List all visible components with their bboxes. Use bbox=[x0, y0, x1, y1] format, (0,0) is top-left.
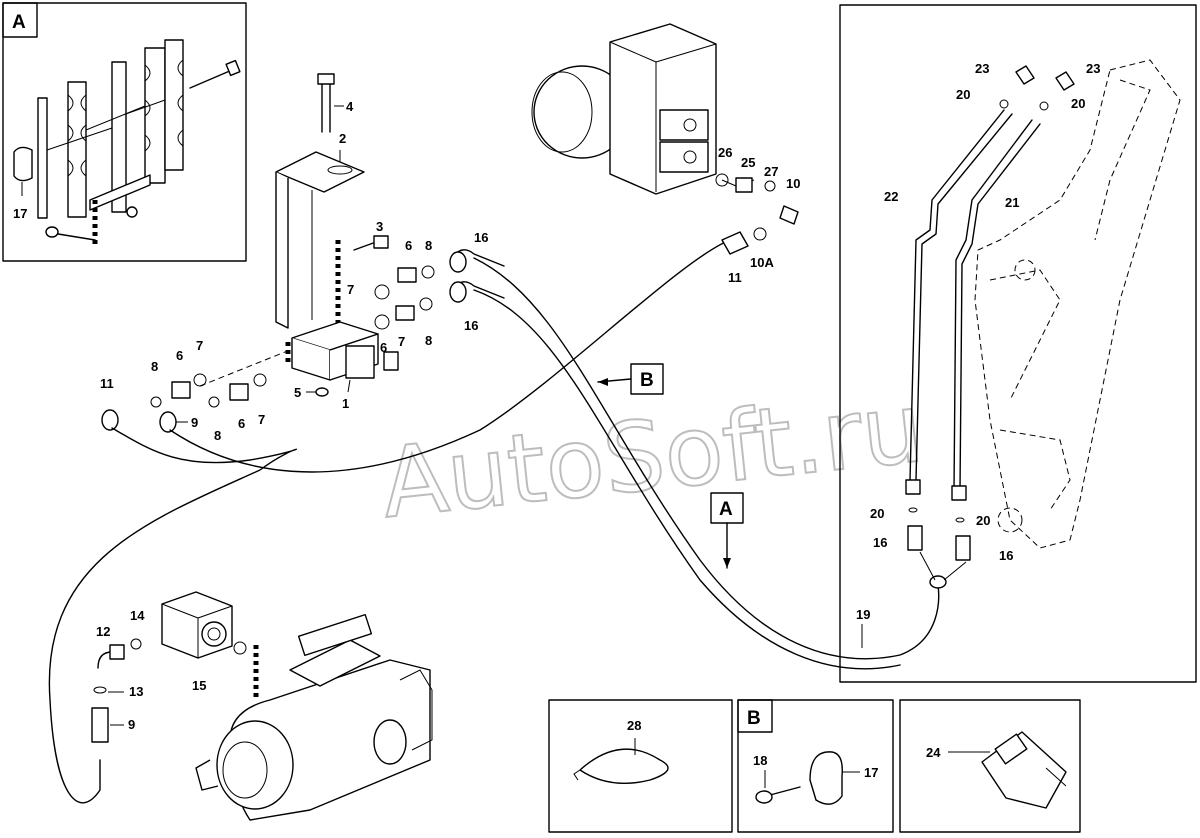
detail-b-label: B bbox=[747, 708, 761, 729]
callout-10: 10 bbox=[786, 176, 800, 191]
detail-28-panel: 28 bbox=[548, 699, 733, 833]
callout-16-lower: 16 bbox=[464, 318, 478, 333]
boom-panel: 23 23 20 20 22 21 20 20 16 16 19 bbox=[839, 4, 1197, 683]
callout-16-boom-left: 16 bbox=[873, 535, 887, 550]
callout-6-left-lower: 6 bbox=[238, 416, 245, 431]
switch-icon bbox=[981, 731, 1067, 809]
clip-icon bbox=[13, 146, 33, 182]
pointer-b-label: B bbox=[640, 370, 654, 391]
callout-20-bottom-left: 20 bbox=[870, 506, 884, 521]
callout-9-upper: 9 bbox=[191, 415, 198, 430]
callout-11-left: 11 bbox=[100, 376, 114, 391]
callout-9-lower: 9 bbox=[128, 717, 135, 732]
hose-lines bbox=[48, 239, 940, 804]
callout-16-boom-right: 16 bbox=[999, 548, 1013, 563]
left-fittings: 8 6 7 8 6 7 11 9 bbox=[100, 338, 291, 443]
detail-a-label-box bbox=[2, 2, 38, 38]
callout-22: 22 bbox=[884, 189, 898, 204]
detail-a-panel: A 17 bbox=[2, 2, 247, 262]
callout-27: 27 bbox=[764, 164, 778, 179]
callout-7-mid: 7 bbox=[398, 334, 405, 349]
callout-8-upper: 8 bbox=[425, 238, 432, 253]
callout-12: 12 bbox=[96, 624, 110, 639]
pointer-a-label: A bbox=[719, 499, 733, 520]
callout-13: 13 bbox=[129, 684, 143, 699]
callout-17-detail-b: 17 bbox=[864, 765, 878, 780]
callout-10a: 10A bbox=[750, 255, 774, 270]
callout-23-left: 23 bbox=[975, 61, 989, 76]
callout-24: 24 bbox=[926, 745, 941, 760]
upper-fittings: 6 8 7 7 6 8 16 16 bbox=[347, 230, 505, 355]
valve-bracket-assembly: 4 2 3 5 1 bbox=[275, 73, 399, 411]
callout-18: 18 bbox=[753, 753, 767, 768]
callout-3: 3 bbox=[376, 219, 383, 234]
callout-20-top-right: 20 bbox=[1071, 96, 1085, 111]
detail-a-frame bbox=[2, 2, 247, 262]
callout-5: 5 bbox=[294, 385, 301, 400]
callout-7-left-lower: 7 bbox=[258, 412, 265, 427]
boom-panel-frame bbox=[839, 4, 1197, 683]
callout-20-top-left: 20 bbox=[956, 87, 970, 102]
callout-8-left: 8 bbox=[151, 359, 158, 374]
pump-assembly: 15 12 14 13 9 bbox=[91, 591, 433, 821]
callout-7-upper: 7 bbox=[347, 282, 354, 297]
watermark-text: AutoSoft.ru bbox=[376, 372, 928, 540]
callout-11-center: 11 bbox=[728, 270, 742, 285]
pointer-b: B bbox=[597, 363, 664, 395]
callout-20-bottom-right: 20 bbox=[976, 513, 990, 528]
pointer-a: A bbox=[710, 492, 744, 569]
detail-b-panel: B 18 17 bbox=[737, 699, 894, 833]
callout-6-upper: 6 bbox=[405, 238, 412, 253]
detail-24-panel: 24 bbox=[899, 699, 1081, 833]
callout-8-left-lower: 8 bbox=[214, 428, 221, 443]
clamp-stack-icon bbox=[13, 39, 241, 245]
callout-17-detail-a: 17 bbox=[13, 206, 27, 221]
detail-a-label: A bbox=[12, 12, 26, 33]
callout-19: 19 bbox=[856, 607, 870, 622]
clip-icon-b bbox=[809, 751, 843, 805]
callout-16-upper: 16 bbox=[474, 230, 488, 245]
callout-8-mid: 8 bbox=[425, 333, 432, 348]
top-connectors: 11 10A 10 bbox=[721, 176, 800, 285]
callout-21: 21 bbox=[1005, 195, 1019, 210]
callout-14: 14 bbox=[130, 608, 145, 623]
callout-7-left: 7 bbox=[196, 338, 203, 353]
accumulator-valve-unit: 26 25 27 bbox=[531, 23, 778, 195]
callout-6-left: 6 bbox=[176, 348, 183, 363]
callout-1: 1 bbox=[342, 396, 349, 411]
callout-23-right: 23 bbox=[1086, 61, 1100, 76]
cable-tie-icon bbox=[579, 748, 669, 785]
callout-6-mid: 6 bbox=[380, 340, 387, 355]
callout-4: 4 bbox=[346, 99, 354, 114]
callout-25: 25 bbox=[741, 155, 755, 170]
callout-2: 2 bbox=[339, 131, 346, 146]
callout-26: 26 bbox=[718, 145, 732, 160]
callout-15: 15 bbox=[192, 678, 206, 693]
callout-28: 28 bbox=[627, 718, 641, 733]
